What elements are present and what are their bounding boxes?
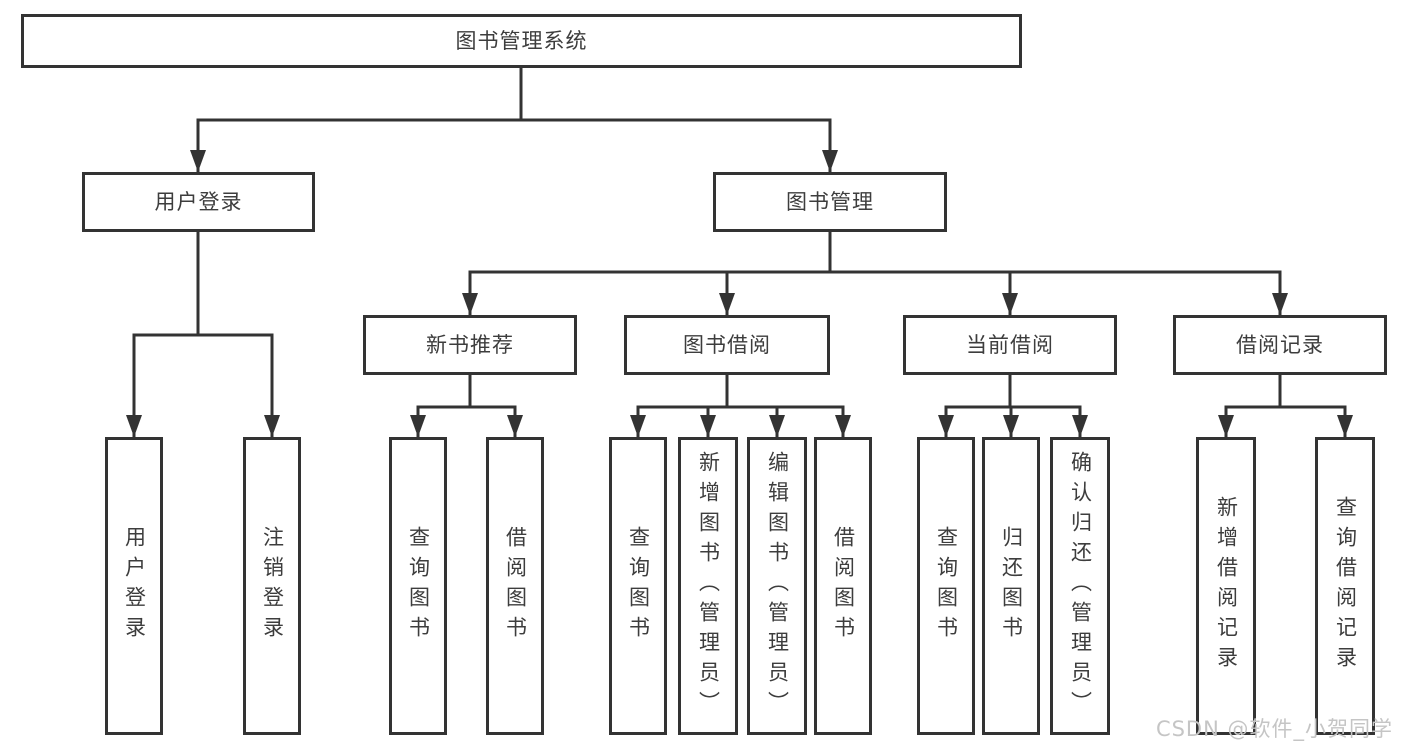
leaf-bb-borrow-books: 借阅图书 — [814, 437, 872, 735]
node-root: 图书管理系统 — [21, 14, 1022, 68]
node-book-mgmt-label: 图书管理 — [786, 189, 874, 214]
node-borrow-record-label: 借阅记录 — [1236, 332, 1324, 357]
node-current-borrow: 当前借阅 — [903, 315, 1117, 375]
leaf-cb-confirm-return-admin: 确认归还（管理员） — [1050, 437, 1110, 735]
leaf-bb-edit-books-admin-label: 编辑图书（管理员） — [765, 451, 790, 721]
leaf-nbr-borrow-books: 借阅图书 — [486, 437, 544, 735]
node-new-book-rec: 新书推荐 — [363, 315, 577, 375]
leaf-cb-query-books: 查询图书 — [917, 437, 975, 735]
leaf-nbr-query-books-label: 查询图书 — [406, 526, 431, 646]
leaf-bb-add-books-admin: 新增图书（管理员） — [678, 437, 738, 735]
leaf-logout-label: 注销登录 — [260, 526, 285, 646]
edges-book-borrow-children — [630, 373, 851, 439]
edges-root-to-level1 — [190, 66, 838, 174]
node-borrow-record: 借阅记录 — [1173, 315, 1387, 375]
leaf-nbr-borrow-books-label: 借阅图书 — [503, 526, 528, 646]
node-current-borrow-label: 当前借阅 — [966, 332, 1054, 357]
node-book-mgmt: 图书管理 — [713, 172, 947, 232]
leaf-cb-return-books-label: 归还图书 — [999, 526, 1024, 646]
leaf-nbr-query-books: 查询图书 — [389, 437, 447, 735]
node-user-login: 用户登录 — [82, 172, 315, 232]
node-new-book-rec-label: 新书推荐 — [426, 332, 514, 357]
edges-book-mgmt-children — [462, 230, 1288, 317]
leaf-bb-query-books-label: 查询图书 — [626, 526, 651, 646]
leaf-br-add-record: 新增借阅记录 — [1196, 437, 1256, 735]
leaf-bb-borrow-books-label: 借阅图书 — [831, 526, 856, 646]
leaf-bb-add-books-admin-label: 新增图书（管理员） — [696, 451, 721, 721]
node-user-login-label: 用户登录 — [154, 189, 243, 214]
node-book-borrow: 图书借阅 — [624, 315, 830, 375]
leaf-br-add-record-label: 新增借阅记录 — [1214, 496, 1239, 676]
node-book-borrow-label: 图书借阅 — [683, 332, 771, 357]
leaf-bb-edit-books-admin: 编辑图书（管理员） — [747, 437, 807, 735]
edges-borrow-record-children — [1218, 373, 1353, 439]
leaf-br-query-record-label: 查询借阅记录 — [1333, 496, 1358, 676]
edges-user-login-children — [126, 230, 280, 439]
leaf-br-query-record: 查询借阅记录 — [1315, 437, 1375, 735]
leaf-user-login: 用户登录 — [105, 437, 163, 735]
leaf-user-login-label: 用户登录 — [122, 526, 147, 646]
leaf-cb-return-books: 归还图书 — [982, 437, 1040, 735]
leaf-cb-query-books-label: 查询图书 — [934, 526, 959, 646]
edges-current-borrow-children — [938, 373, 1088, 439]
node-root-label: 图书管理系统 — [455, 28, 588, 53]
leaf-logout: 注销登录 — [243, 437, 301, 735]
edges-new-book-rec-children — [410, 373, 523, 439]
leaf-cb-confirm-return-admin-label: 确认归还（管理员） — [1068, 451, 1093, 721]
watermark: CSDN @软件_小贺同学 — [1155, 717, 1393, 741]
leaf-bb-query-books: 查询图书 — [609, 437, 667, 735]
